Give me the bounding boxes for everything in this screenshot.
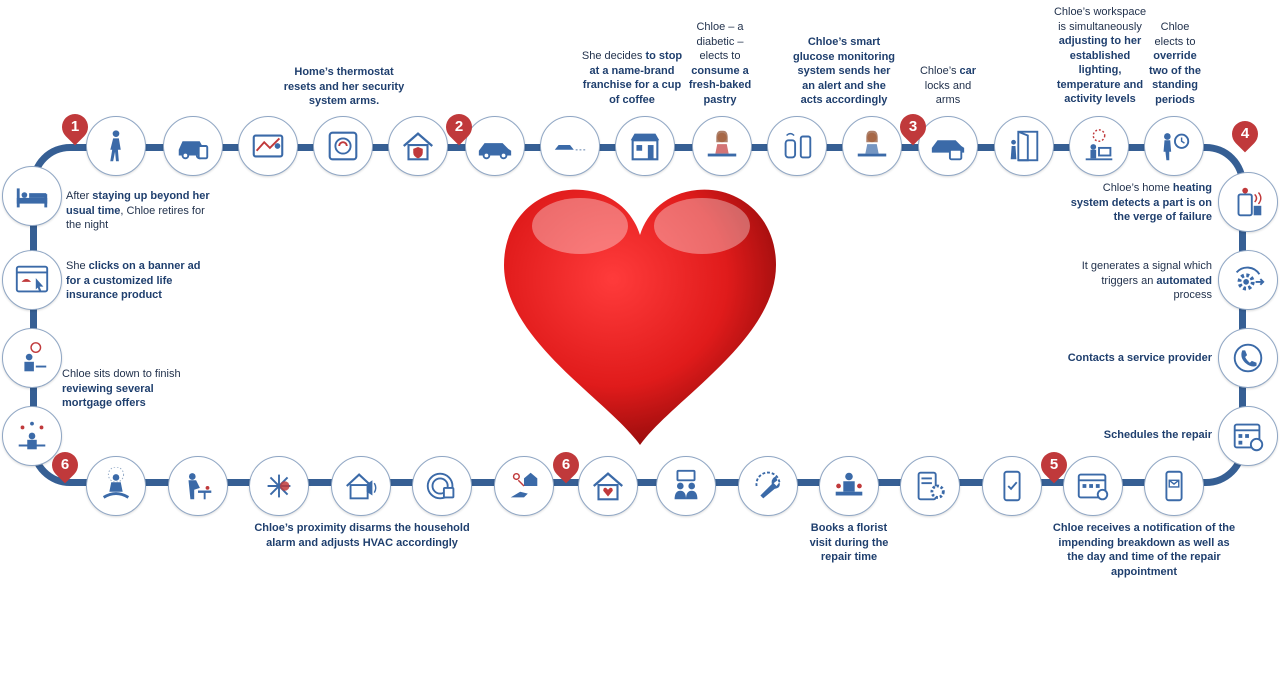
home-security-icon <box>388 116 448 176</box>
phone-message-icon <box>1144 456 1204 516</box>
settings-app-icon <box>900 456 960 516</box>
label-glucose-alert: Chloe’s smart glucose monitoring system … <box>792 36 896 106</box>
hvac-icon <box>249 456 309 516</box>
repair-wrench-icon <box>738 456 798 516</box>
driving-car-icon <box>540 116 600 176</box>
door-icon <box>994 116 1054 176</box>
home-heart-icon <box>578 456 638 516</box>
label-proximity: Chloe’s proximity disarms the household … <box>254 522 470 549</box>
label-florist: Books a florist visit during the repair … <box>809 522 889 563</box>
phone-check-icon <box>982 456 1042 516</box>
label-diabetic-pastry: Chloe – a diabetic – elects to consume a… <box>688 21 752 106</box>
step-marker-6-left: 6 <box>46 446 84 484</box>
label-contacts-provider: Contacts a service provider <box>1067 352 1212 364</box>
car-icon <box>465 116 525 176</box>
label-banner-ad: She clicks on a banner ad for a customiz… <box>66 260 201 301</box>
proximity-sensor-icon <box>412 456 472 516</box>
car-lock-icon <box>918 116 978 176</box>
step-marker-3: 3 <box>894 108 932 146</box>
step-marker-6-center: 6 <box>547 446 585 484</box>
service-team-icon <box>656 456 716 516</box>
woman-cafe-icon <box>168 456 228 516</box>
woman-clock-icon <box>1144 116 1204 176</box>
heating-system-icon <box>1218 172 1278 232</box>
label-sleep: After staying up beyond her usual time, … <box>66 190 210 231</box>
phone-call-icon <box>1218 328 1278 388</box>
label-workspace: Chloe’s workspace is simultaneously adju… <box>1053 6 1147 105</box>
woman-alert-icon <box>842 116 902 176</box>
car-phone-icon <box>163 116 223 176</box>
dashboard-map-icon <box>238 116 298 176</box>
woman-pastry-icon <box>692 116 752 176</box>
smart-home-hand-icon <box>494 456 554 516</box>
step-marker-2: 2 <box>440 108 478 146</box>
calendar-notify-icon <box>1063 456 1123 516</box>
office-settings-icon <box>1069 116 1129 176</box>
home-alarm-icon <box>331 456 391 516</box>
step-marker-5: 5 <box>1035 446 1073 484</box>
walking-woman-icon <box>86 116 146 176</box>
calendar-repair-icon <box>1218 406 1278 466</box>
thermostat-icon <box>313 116 373 176</box>
step-marker-4: 4 <box>1226 115 1264 153</box>
heart-graphic <box>504 189 776 445</box>
label-car-locks: Chloe’s car locks and arms <box>919 65 977 106</box>
automation-gear-icon <box>1218 250 1278 310</box>
label-coffee-stop: She decides to stop at a name-brand fran… <box>581 50 683 106</box>
glucose-monitor-icon <box>767 116 827 176</box>
banner-ad-icon <box>2 250 62 310</box>
label-notification: Chloe receives a notification of the imp… <box>1052 522 1236 578</box>
desk-review-icon <box>2 406 62 466</box>
label-mortgage: Chloe sits down to finish reviewing seve… <box>62 368 181 409</box>
step-marker-1: 1 <box>56 108 94 146</box>
meditation-icon <box>86 456 146 516</box>
label-override: Chloe elects to override two of the stan… <box>1149 21 1201 106</box>
bed-icon <box>2 166 62 226</box>
label-thermostat: Home’s thermostat resets and her securit… <box>283 66 405 107</box>
label-heating-failure: Chloe’s home heating system detects a pa… <box>1070 182 1212 223</box>
thinking-person-icon <box>2 328 62 388</box>
storefront-icon <box>615 116 675 176</box>
florist-icon <box>819 456 879 516</box>
label-signal: It generates a signal which triggers an … <box>1081 260 1212 301</box>
label-schedules-repair: Schedules the repair <box>1103 429 1212 441</box>
